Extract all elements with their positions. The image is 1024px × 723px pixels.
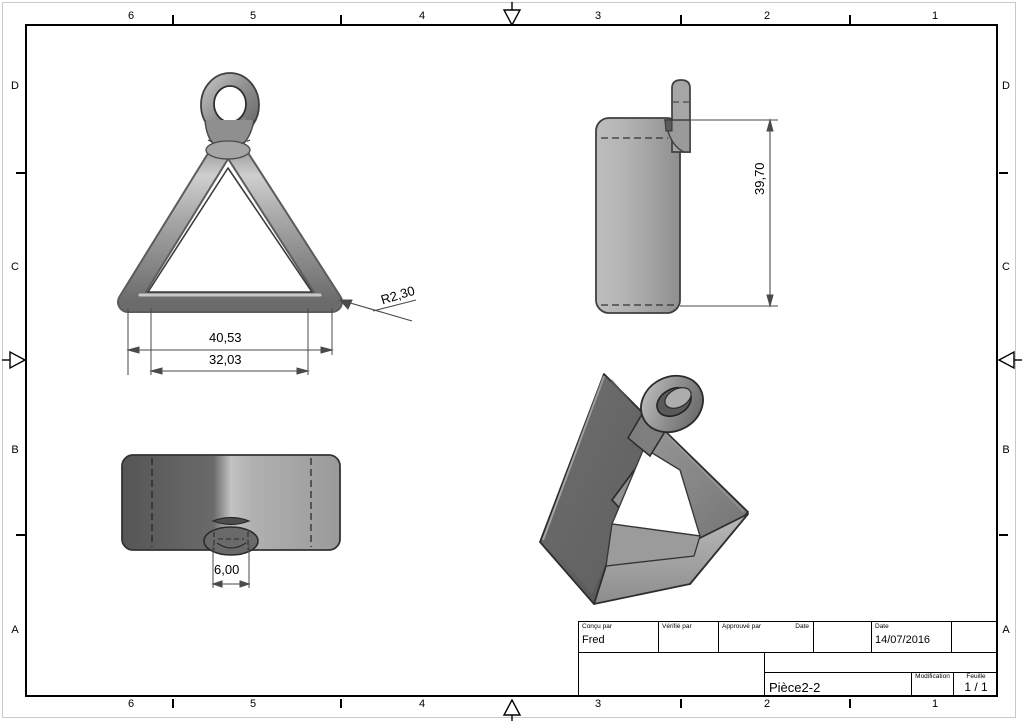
dimension-front-outer-width: 40,53 <box>209 330 242 345</box>
zone-tick-bottom-2 <box>340 699 342 708</box>
title-block-blank-cell-1 <box>814 622 872 652</box>
zone-tick-left-1 <box>16 172 25 174</box>
title-block-divider-1 <box>579 652 998 654</box>
zone-label-right-b: B <box>1002 444 1010 456</box>
dimension-front-inner-width: 32,03 <box>209 352 242 367</box>
title-block-modification-cell: Modification <box>912 672 954 695</box>
sheet-label: Feuille <box>966 673 986 680</box>
zone-label-right-a: A <box>1002 624 1010 636</box>
center-marker-top-icon <box>502 2 522 27</box>
zone-tick-top-3 <box>680 15 682 24</box>
zone-label-left-b: B <box>11 444 19 456</box>
center-marker-right-icon <box>997 350 1022 370</box>
zone-tick-right-2 <box>999 534 1008 536</box>
zone-label-top-1: 1 <box>931 10 939 22</box>
title-block-notes-cell <box>579 652 764 695</box>
zone-label-right-c: C <box>1002 261 1010 273</box>
dimension-side-height: 39,70 <box>752 162 767 195</box>
zone-label-top-6: 6 <box>127 10 135 22</box>
zone-tick-right-1 <box>999 172 1008 174</box>
date-label: Date <box>875 623 889 630</box>
title-block-upper-right-cell <box>764 652 998 672</box>
date-value: 14/07/2016 <box>875 634 931 646</box>
zone-label-bottom-2: 2 <box>763 698 771 710</box>
title-block-date-cell: Date 14/07/2016 <box>872 622 952 652</box>
title-block-part-name-cell: Pièce2-2 <box>764 672 912 695</box>
zone-tick-left-2 <box>16 534 25 536</box>
zone-tick-top-1 <box>172 15 174 24</box>
title-block-blank-cell-2 <box>952 622 998 652</box>
dimension-bottom-boss-width: 6,00 <box>214 562 240 577</box>
zone-tick-bottom-4 <box>849 699 851 708</box>
center-marker-bottom-icon <box>502 698 522 721</box>
center-marker-left-icon <box>2 350 27 370</box>
checked-by-label: Vérifié par <box>662 623 692 630</box>
approved-by-label: Approuvé par <box>722 623 762 630</box>
zone-label-right-d: D <box>1002 80 1010 92</box>
zone-label-bottom-5: 5 <box>249 698 257 710</box>
zone-tick-bottom-1 <box>172 699 174 708</box>
zone-label-bottom-1: 1 <box>931 698 939 710</box>
zone-label-top-5: 5 <box>249 10 257 22</box>
title-block-designed-by-cell: Conçu par Fred <box>579 622 659 652</box>
title-block-checked-by-cell: Vérifié par <box>659 622 719 652</box>
title-block: Conçu par Fred Vérifié par Approuvé par … <box>578 621 998 696</box>
zone-label-left-a: A <box>11 624 19 636</box>
part-name: Pièce2-2 <box>769 680 821 695</box>
zone-label-top-3: 3 <box>594 10 602 22</box>
zone-label-left-d: D <box>11 80 19 92</box>
zone-label-bottom-4: 4 <box>418 698 426 710</box>
sheet-value: 1 / 1 <box>964 680 988 694</box>
title-block-divider-vertical <box>764 652 766 695</box>
zone-tick-bottom-3 <box>680 699 682 708</box>
zone-label-bottom-3: 3 <box>594 698 602 710</box>
title-block-sheet-cell: Feuille 1 / 1 <box>954 672 998 695</box>
zone-tick-top-4 <box>849 15 851 24</box>
zone-tick-top-2 <box>340 15 342 24</box>
modification-label: Modification <box>915 673 950 680</box>
zone-label-top-4: 4 <box>418 10 426 22</box>
zone-label-top-2: 2 <box>763 10 771 22</box>
zone-label-bottom-6: 6 <box>127 698 135 710</box>
title-block-approved-by-cell: Approuvé par Date <box>719 622 814 652</box>
approval-date-label: Date <box>795 623 809 630</box>
title-block-divider-2 <box>764 672 998 674</box>
drawing-frame-border <box>25 24 998 697</box>
zone-label-left-c: C <box>11 261 19 273</box>
designed-by-label: Conçu par <box>582 623 612 630</box>
designed-by-value: Fred <box>582 634 605 646</box>
